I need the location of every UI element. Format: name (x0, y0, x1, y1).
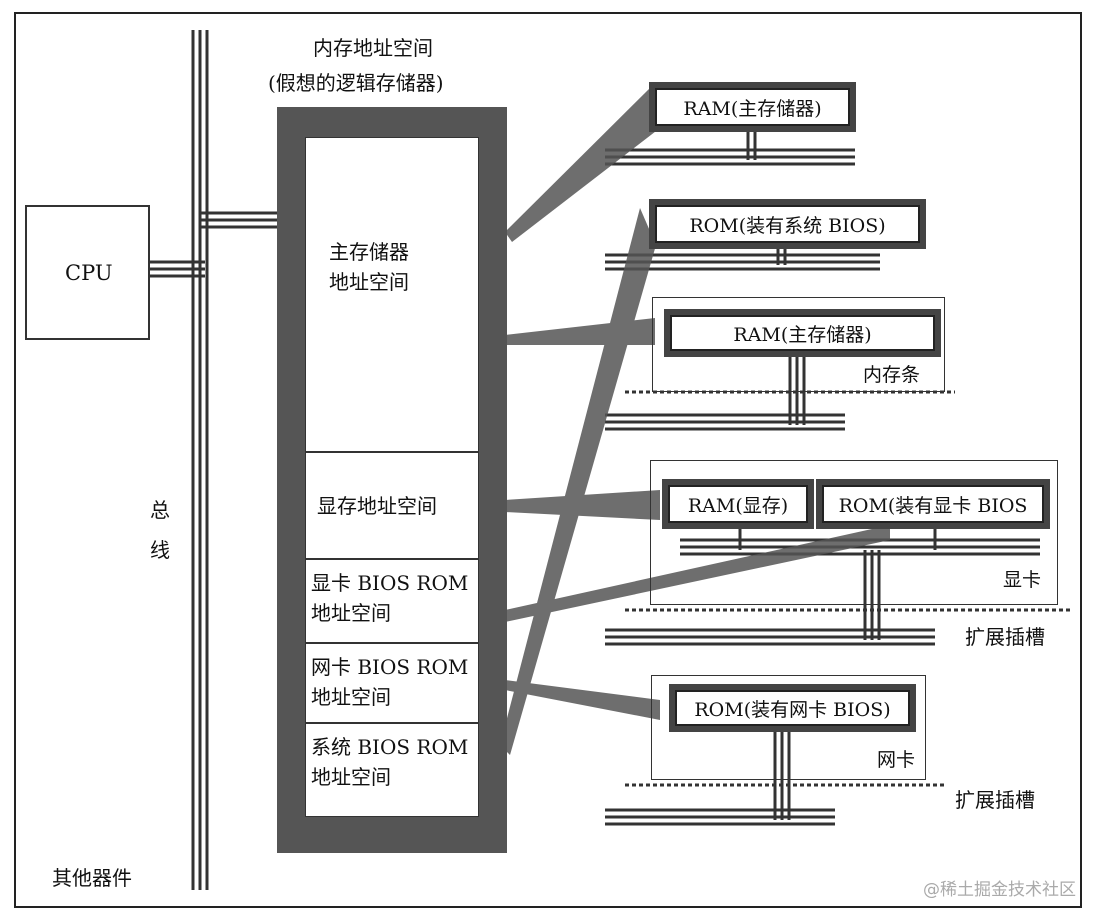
figure-frame (14, 12, 1082, 908)
mapping-band (505, 525, 890, 622)
graphics-card-label: 显卡 (1003, 569, 1042, 591)
memory-address-space-inner (305, 137, 479, 817)
mapping-band (505, 680, 660, 720)
segment-nic-bios-line1: 网卡 BIOS ROM (311, 655, 469, 679)
segment-nic-bios: 网卡 BIOS ROM 地址空间 (305, 642, 479, 722)
segment-gpu-bios-line1: 显卡 BIOS ROM (311, 571, 469, 595)
other-devices-label: 其他器件 (52, 866, 132, 890)
segment-gpu-bios-line2: 地址空间 (311, 601, 391, 625)
mapping-band (505, 88, 660, 242)
segment-sys-bios-line2: 地址空间 (311, 765, 391, 789)
segment-sys-bios-line1: 系统 BIOS ROM (311, 735, 469, 759)
mapping-band (505, 490, 660, 520)
segment-main-line1: 主存储器 (329, 240, 409, 264)
nic-board: 网卡 (651, 675, 926, 780)
chip-rom-gpu-bios: ROM(装有显卡 BIOS (816, 479, 1050, 529)
chip-rom-system-bios: ROM(装有系统 BIOS) (649, 199, 926, 249)
segment-main-line2: 地址空间 (329, 270, 409, 294)
chip-ram-main-1: RAM(主存储器) (649, 82, 856, 132)
segment-vram: 显存地址空间 (305, 451, 479, 557)
mem-space-title: 内存地址空间 (313, 36, 433, 60)
segment-sys-bios: 系统 BIOS ROM 地址空间 (305, 722, 479, 816)
mapping-band (505, 318, 655, 345)
graphics-card-board: 显卡 (650, 460, 1058, 605)
segment-nic-bios-line2: 地址空间 (311, 685, 391, 709)
memory-address-space (277, 107, 507, 853)
nic-label: 网卡 (877, 749, 916, 771)
chip-ram-main-2: RAM(主存储器) (664, 309, 941, 357)
expansion-slot-label-1: 扩展插槽 (965, 625, 1045, 649)
cpu-label: CPU (65, 261, 113, 285)
memory-stick-label: 内存条 (863, 364, 921, 386)
segment-gpu-bios: 显卡 BIOS ROM 地址空间 (305, 558, 479, 642)
segment-vram-line1: 显存地址空间 (317, 494, 437, 518)
mem-space-subtitle: (假想的逻辑存储器) (268, 71, 444, 95)
watermark: @稀土掘金技术社区 (923, 880, 1076, 900)
bus-label-2: 线 (150, 538, 170, 562)
cpu-box: CPU (25, 205, 150, 340)
expansion-slot-label-2: 扩展插槽 (955, 788, 1035, 812)
memory-stick-board: 内存条 (652, 297, 945, 392)
segment-main-memory: 主存储器 地址空间 (305, 137, 479, 450)
bus-label-1: 总 (150, 498, 170, 522)
mapping-band (500, 208, 656, 755)
chip-rom-nic-bios: ROM(装有网卡 BIOS) (669, 684, 916, 732)
chip-ram-vram: RAM(显存) (662, 479, 814, 529)
